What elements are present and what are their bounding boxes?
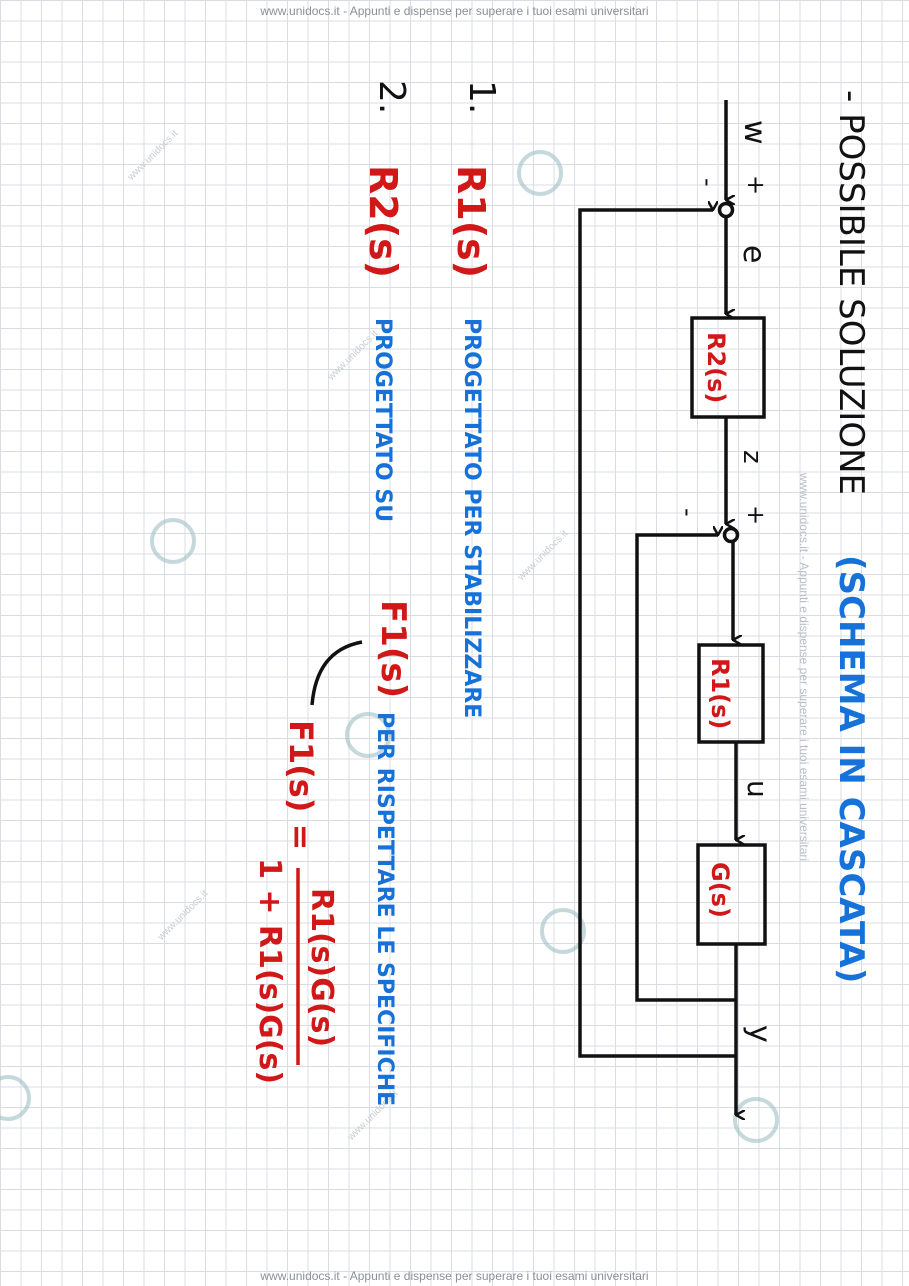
label-z: z — [737, 450, 767, 464]
label-e: e — [736, 245, 771, 263]
label-y: y — [742, 1025, 777, 1043]
label-u: u — [741, 780, 774, 798]
formula-numerator: R1(s)G(s) — [304, 888, 339, 1047]
summing-node-inner — [722, 526, 740, 544]
watermark-logo-icon — [540, 908, 586, 954]
watermark-logo-icon — [150, 518, 196, 564]
label-plus-inner: + — [742, 505, 770, 525]
note-1-text: PROGETTATO PER STABILIZZARE — [459, 318, 484, 718]
note-2-number: 2. — [371, 80, 412, 114]
label-plus-outer: + — [742, 175, 770, 195]
heading-subtitle: (SCHEMA IN CASCATA) — [831, 555, 871, 983]
note-2-tf: F1(s) — [373, 600, 413, 698]
feedback-outer — [578, 210, 736, 1058]
label-minus-outer: - — [694, 178, 722, 187]
diagram-labels: w + - e z + - u y R2(s) R1(s) G(s) — [674, 120, 777, 1043]
summing-node-outer — [717, 201, 735, 219]
watermark-top: www.unidocs.it - Appunti e dispense per … — [260, 4, 649, 18]
watermark-bottom: www.unidocs.it - Appunti e dispense per … — [260, 1269, 649, 1283]
block-g — [696, 843, 767, 946]
watermark-logo-icon — [517, 150, 563, 196]
label-w: w — [737, 120, 772, 145]
block-g-label: G(s) — [706, 862, 734, 918]
label-minus-inner: - — [674, 508, 702, 517]
formula-f1: F1(s) = R1(s)G(s) 1 + R1(s)G(s) — [252, 720, 339, 1084]
page-heading: - POSSIBILE SOLUZIONE (SCHEMA IN CASCATA… — [831, 90, 871, 983]
watermark-logo-icon — [733, 1097, 779, 1143]
pointer-curve — [310, 640, 363, 706]
note-1-number: 1. — [461, 80, 502, 114]
block-r1 — [697, 643, 765, 744]
note-2-block: R2(s) — [361, 165, 405, 278]
formula-denominator: 1 + R1(s)G(s) — [252, 858, 287, 1084]
note-2-text-a: PROGETTATO SU — [370, 318, 395, 522]
formula-lhs: F1(s) = — [282, 720, 320, 850]
notes-list: 1. R1(s) PROGETTATO PER STABILIZZARE 2. … — [361, 80, 502, 1106]
block-r2-label: R2(s) — [702, 332, 730, 403]
watermark-logo-icon — [0, 1075, 31, 1121]
block-r2 — [690, 316, 766, 419]
block-r1-label: R1(s) — [706, 658, 734, 729]
heading-title: - POSSIBILE SOLUZIONE — [831, 90, 871, 495]
block-diagram — [578, 100, 767, 1115]
watermark-logo-icon — [345, 712, 391, 758]
feedback-inner — [635, 535, 736, 1002]
note-1-block: R1(s) — [449, 165, 493, 278]
note-2-text-b: PER RISPETTARE LE SPECIFICHE — [372, 712, 397, 1106]
